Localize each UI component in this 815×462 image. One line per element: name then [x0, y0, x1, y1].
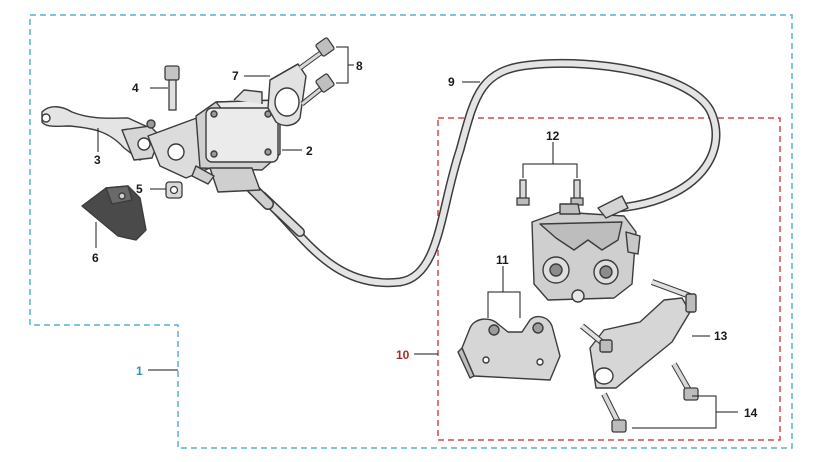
caliper-bolt-right: [570, 179, 584, 206]
callout-5: 5: [136, 182, 143, 196]
switch-cover: [81, 185, 147, 241]
brake-caliper: [531, 195, 641, 303]
callout-13: 13: [714, 329, 728, 343]
callout-9: 9: [448, 75, 455, 89]
caliper-bracket: [580, 279, 697, 389]
leader-lines: [95, 46, 738, 429]
clamp-bolt-lower: [300, 73, 335, 106]
caliper-group-10-outline: [437, 117, 781, 441]
spacer-nut: [165, 181, 183, 199]
callout-14: 14: [744, 406, 758, 420]
callout-7: 7: [232, 69, 239, 83]
callout-2: 2: [306, 144, 313, 158]
callout-1: 1: [136, 364, 143, 378]
callout-6: 6: [92, 251, 99, 265]
brake-lever: [41, 106, 161, 161]
bracket-bolt-lower: [601, 392, 627, 433]
callout-8: 8: [356, 59, 363, 73]
clamp-bolt-upper: [298, 37, 335, 71]
caliper-bolt-left: [516, 179, 530, 206]
bracket-bolt-upper: [671, 362, 699, 401]
callout-10: 10: [396, 348, 410, 362]
callout-4: 4: [132, 81, 139, 95]
master-cylinder: [147, 89, 287, 193]
callout-12: 12: [546, 129, 560, 143]
mirror-clamp: [267, 63, 307, 127]
callout-11: 11: [496, 253, 509, 267]
callout-3: 3: [94, 153, 101, 167]
assembly-1-outline: [29, 14, 793, 449]
brake-hose: [246, 58, 721, 288]
lever-pivot-bolt: [164, 65, 180, 111]
brake-pad: [457, 315, 561, 381]
